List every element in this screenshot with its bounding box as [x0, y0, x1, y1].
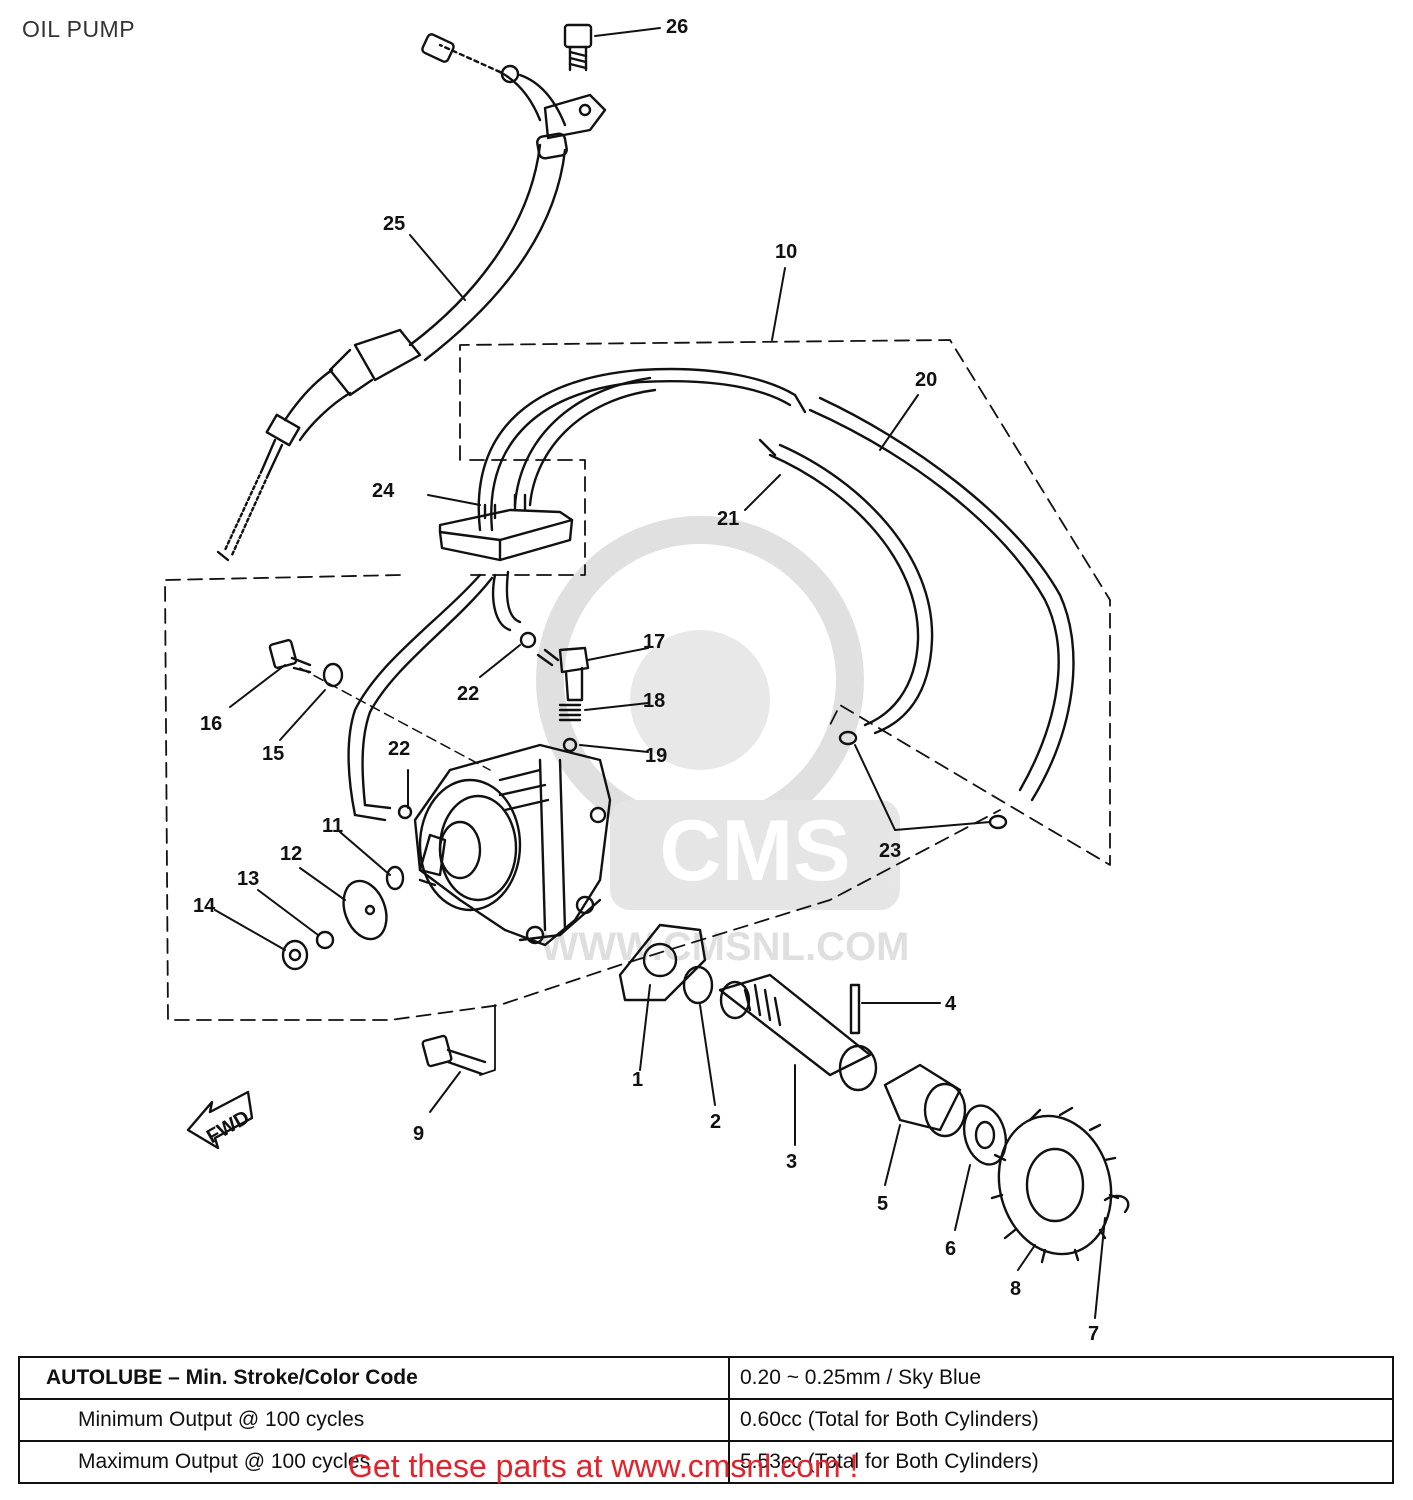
- cmsnl-parts-link[interactable]: Get these parts at www.cmsnl.com !: [348, 1448, 859, 1484]
- watermark-brand: CMS: [659, 803, 850, 899]
- callout-26: 26: [666, 16, 688, 38]
- table-row: AUTOLUBE – Min. Stroke/Color Code 0.20 ~…: [18, 1356, 1394, 1400]
- washer-11: [385, 865, 405, 891]
- spec-value: 0.20 ~ 0.25mm / Sky Blue: [728, 1356, 1394, 1400]
- pump-cable: [216, 33, 607, 562]
- leader-lines: [214, 27, 1106, 1319]
- callout-8: 8: [1010, 1278, 1021, 1300]
- callout-9: 9: [413, 1123, 424, 1145]
- drive-shaft-3: [718, 973, 878, 1092]
- spec-label: Maximum Output @ 100 cycles: [18, 1440, 730, 1484]
- callout-6: 6: [945, 1238, 956, 1260]
- callout-19: 19: [645, 745, 667, 767]
- oil-pump-body: [397, 743, 612, 947]
- gasket-1: [618, 923, 707, 1002]
- callout-11: 11: [322, 815, 343, 837]
- spec-value: 5.53cc (Total for Both Cylinders): [728, 1440, 1394, 1484]
- autolube-spec-table: AUTOLUBE – Min. Stroke/Color Code 0.20 ~…: [18, 1356, 1394, 1484]
- callout-labels: 1 2 3 4 5 6 7 8 9 10 11 12 13 14 15 16 1…: [193, 16, 1099, 1345]
- callout-23: 23: [879, 840, 901, 862]
- page-title: OIL PUMP: [22, 16, 136, 42]
- callout-15: 15: [262, 743, 284, 765]
- callout-16: 16: [200, 713, 222, 735]
- callout-14: 14: [193, 895, 216, 917]
- watermark-face-icon: [630, 630, 770, 770]
- adjust-plate-12: [342, 879, 388, 941]
- callout-7: 7: [1088, 1323, 1099, 1345]
- callout-20: 20: [915, 369, 937, 391]
- washer-6: [962, 1104, 1008, 1166]
- gear-8: [990, 1106, 1120, 1264]
- pin-4: [849, 983, 861, 1035]
- callout-1: 1: [632, 1069, 643, 1091]
- nut-14: [281, 939, 309, 971]
- callout-21: 21: [717, 508, 739, 530]
- callout-2: 2: [710, 1111, 721, 1133]
- callout-5: 5: [877, 1193, 888, 1215]
- bolt-16: [268, 639, 312, 674]
- o-ring-2: [682, 965, 714, 1005]
- pump-assembly-boundary: [164, 574, 1001, 1021]
- callout-22-upper: 22: [457, 683, 479, 705]
- nut-13: [315, 930, 335, 950]
- watermark-badge: [610, 800, 900, 910]
- callout-24: 24: [372, 480, 395, 502]
- collar-5: [883, 1063, 967, 1138]
- watermark: CMS WWW.CMSNL.COM: [536, 516, 909, 969]
- bolt-26: [563, 23, 593, 72]
- callout-17: 17: [643, 631, 665, 653]
- callout-10: 10: [775, 241, 797, 263]
- callout-4: 4: [945, 993, 957, 1015]
- block-24: [438, 493, 574, 562]
- callout-3: 3: [786, 1151, 797, 1173]
- oil-pipes: [347, 367, 1075, 822]
- bolt-9: [421, 1034, 487, 1076]
- callout-25: 25: [383, 213, 405, 235]
- banjo-bolt-17: [519, 631, 590, 753]
- fwd-arrow-icon: [186, 1090, 254, 1150]
- callout-12: 12: [280, 843, 302, 865]
- table-row: Minimum Output @ 100 cycles 0.60cc (Tota…: [18, 1398, 1394, 1442]
- clip-7: [1103, 1194, 1130, 1214]
- callout-22-lower: 22: [388, 738, 410, 760]
- washer-15: [322, 662, 344, 688]
- callout-13: 13: [237, 868, 259, 890]
- spec-value: 0.60cc (Total for Both Cylinders): [728, 1398, 1394, 1442]
- table-row: Maximum Output @ 100 cycles 5.53cc (Tota…: [18, 1440, 1394, 1484]
- spec-label: AUTOLUBE – Min. Stroke/Color Code: [18, 1356, 730, 1400]
- pipe-kit-boundary: [459, 339, 1111, 866]
- callout-18: 18: [643, 690, 665, 712]
- spec-label: Minimum Output @ 100 cycles: [18, 1398, 730, 1442]
